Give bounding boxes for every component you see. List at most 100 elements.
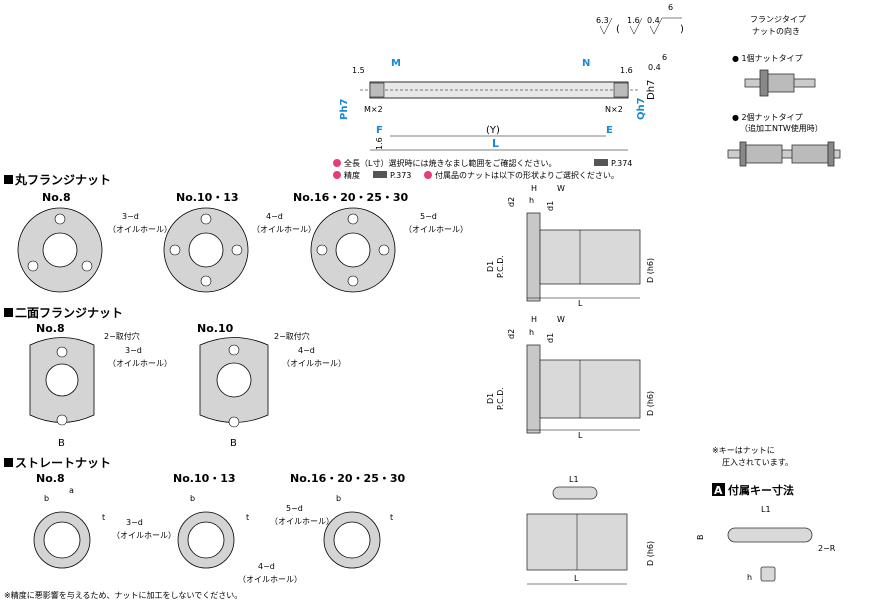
orientation-title-1: フランジタイプ — [750, 15, 806, 24]
thread-right — [613, 82, 629, 98]
bore — [216, 362, 252, 398]
twoface-no8: No.8 — [36, 322, 65, 335]
hole-label: 5−d — [420, 212, 437, 221]
straight-heading: ストレートナット — [15, 456, 111, 470]
bolt-hole — [378, 244, 390, 256]
bolt-hole — [347, 213, 359, 225]
round-no10: No.10・13 — [176, 191, 239, 204]
bolt-hole — [316, 244, 328, 256]
hole-label: 3−d — [122, 212, 139, 221]
double-nut-body-left — [745, 144, 783, 164]
key-top — [552, 486, 598, 500]
dim-t: t — [390, 513, 393, 522]
dim-h-small: h — [529, 196, 534, 205]
note-1-ref: P.374 — [611, 159, 632, 168]
straight-no16: No.16・20・25・30 — [290, 472, 406, 485]
bolt-hole — [81, 260, 93, 272]
dim-dh6: D (h6) — [646, 258, 655, 283]
dim-w: W — [557, 184, 565, 193]
bore — [335, 232, 371, 268]
page-ref-icon — [373, 171, 387, 178]
notes: 全長（L寸）選択時には焼きなまし範囲をご確認ください。 P.374 精度 P.3… — [333, 158, 632, 180]
ra-mark-6: 6 — [668, 3, 673, 12]
single-nut-type: ● 1個ナットタイプ — [732, 53, 803, 63]
bore — [187, 521, 225, 559]
label-ph7: Ph7 — [339, 99, 350, 120]
note-icon-3 — [424, 171, 432, 179]
dim-l: L — [578, 299, 583, 308]
badge-a-text: A — [714, 484, 723, 497]
ra-mark-1.6: 1.6 — [627, 16, 640, 25]
dim-l1: L1 — [569, 475, 579, 484]
dim-h: H — [531, 315, 537, 324]
dim-l1: L1 — [761, 505, 771, 514]
oil-label: （オイルホール） — [270, 517, 334, 526]
key-section: ※キーはナットに 圧入されています。 A 付属キー寸法 L1 B 2−R h — [696, 446, 836, 582]
heading-square-icon — [4, 458, 13, 467]
nut-orientation: フランジタイプ ナットの向き ● 1個ナットタイプ ● 2個ナットタイプ （追加… — [727, 15, 841, 167]
dim-h: H — [531, 184, 537, 193]
mount-label: 2−取付穴 — [104, 331, 140, 341]
mount-hole — [56, 346, 68, 358]
oil-label: （オイルホール） — [108, 225, 172, 234]
two-face-heading: 二面フランジナット — [15, 306, 123, 320]
dim-D1: D1 — [486, 393, 495, 404]
note-icon-1 — [333, 159, 341, 167]
label-f: F — [376, 125, 383, 136]
dim-d2: d2 — [507, 197, 516, 207]
finish-check-icon — [629, 17, 643, 35]
label-m: M — [391, 58, 401, 69]
straight-no10: No.10・13 — [173, 472, 236, 485]
dim-b: b — [336, 494, 341, 503]
label-e: E — [606, 125, 613, 136]
straight-no8: No.8 — [36, 472, 65, 485]
page-ref-icon — [594, 159, 608, 166]
chamfer-right: 1.6 — [620, 66, 633, 75]
note-3: 付属品のナットは以下の形状よりご選択ください。 — [435, 170, 619, 180]
shaft-drawing: M N F E Ph7 Qh7 Dh7 M×2 N×2 1.5 1.6 0.4 … — [339, 53, 667, 151]
note-1: 全長（L寸）選択時には焼きなまし範囲をご確認ください。 — [344, 158, 556, 168]
key-note-2: 圧入されています。 — [722, 458, 793, 467]
dim-r: 2−R — [818, 544, 836, 553]
double-nut-note: （追加工NTW使用時） — [740, 123, 823, 133]
hole-label: 3−d — [126, 518, 143, 527]
dim-l: L — [574, 574, 579, 583]
paren-close: ) — [680, 24, 684, 35]
dim-w: W — [557, 315, 565, 324]
label-nx2: N×2 — [605, 105, 623, 114]
chamfer-left: 1.5 — [352, 66, 365, 75]
dim-l: L — [492, 137, 499, 150]
dim-t: t — [102, 513, 105, 522]
twoface-no10: No.10 — [197, 322, 234, 335]
dim-t: t — [246, 513, 249, 522]
bolt-hole — [27, 260, 39, 272]
key-note-1: ※キーはナットに — [712, 446, 775, 455]
note-2-ref: P.373 — [390, 171, 411, 180]
hole-label: 3−d — [125, 346, 142, 355]
nut-body — [539, 229, 641, 285]
bore — [43, 521, 81, 559]
hole-label: 4−d — [298, 346, 315, 355]
shaft-body — [369, 81, 629, 99]
dim-b: b — [190, 494, 195, 503]
dim-dh6: D (h6) — [646, 391, 655, 416]
flange — [526, 344, 541, 434]
oil-label: （オイルホール） — [238, 575, 302, 584]
dim-b: B — [58, 438, 65, 449]
note-icon-2 — [333, 171, 341, 179]
hole-label: 4−d — [266, 212, 283, 221]
ra-left: 1.6 — [375, 137, 384, 150]
oil-label: （オイルホール） — [252, 225, 316, 234]
key-title: 付属キー寸法 — [728, 483, 794, 497]
hole-label: 4−d — [258, 562, 275, 571]
heading-square-icon — [4, 175, 13, 184]
single-nut-body — [767, 73, 795, 93]
single-nut-flange — [759, 69, 769, 97]
label-qh7: Qh7 — [636, 97, 647, 120]
double-nut-shaft — [727, 149, 841, 159]
flange — [526, 212, 541, 302]
side-view-twoface: H W h d2 d1 D1 P.C.D. D (h6) L — [486, 315, 655, 440]
dim-h-small: h — [529, 328, 534, 337]
dim-a: a — [69, 486, 74, 495]
bore — [42, 232, 78, 268]
